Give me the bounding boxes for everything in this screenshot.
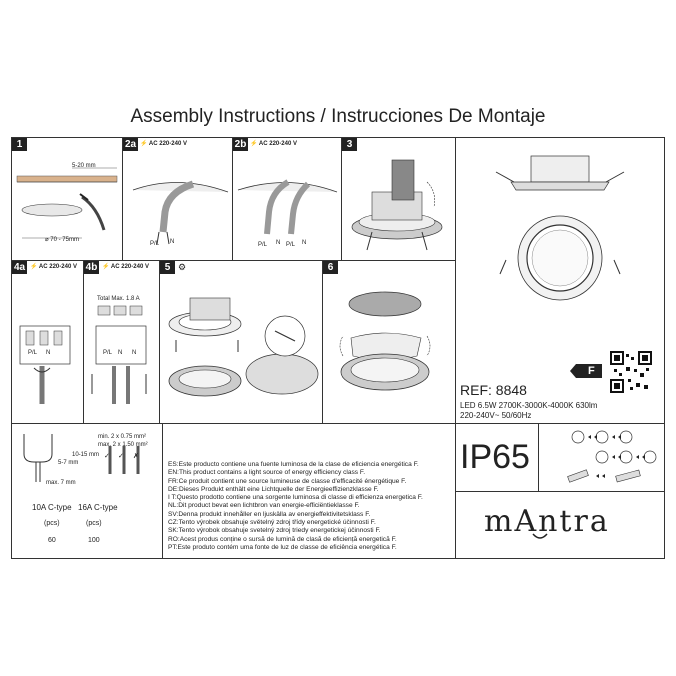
energy-statement: NL:Dit product bevat een lichtbron van e… xyxy=(168,502,360,510)
product-spec-line-2: 220-240V~ 50/60Hz xyxy=(460,411,532,420)
step-5-diagram xyxy=(168,297,319,397)
energy-statement: CZ:Tento výrobek obsahuje světelný zdroj… xyxy=(168,519,376,527)
total-max-current: Total Max. 1.8 A xyxy=(97,296,140,302)
wire-live-label: P/L xyxy=(150,241,160,247)
step-2b-label: 2b xyxy=(233,138,248,151)
grid-line xyxy=(162,423,163,559)
wire-live-label: P/L xyxy=(286,242,296,248)
step-3-diagram xyxy=(351,159,443,251)
breaker-10a-quantity: 60 xyxy=(48,537,56,544)
wire-neutral-label: N xyxy=(276,240,281,246)
depth-dimension: 5-20 mm xyxy=(72,163,96,169)
breaker-16a-label: 16A C-type xyxy=(78,503,118,512)
pcs-label: (pcs) xyxy=(86,520,102,527)
breaker-10a-label: 10A C-type xyxy=(32,503,72,512)
wire-neutral-label: N xyxy=(132,350,137,356)
energy-class-label xyxy=(570,364,602,378)
check-mark: ✓ xyxy=(104,453,110,460)
step-6-label: 6 xyxy=(323,261,338,274)
product-reference: REF: 8848 xyxy=(460,382,527,398)
usage-icons xyxy=(567,430,657,483)
instruction-sheet xyxy=(11,137,665,559)
product-side-view xyxy=(495,155,625,191)
grid-line xyxy=(122,137,123,260)
grid-line xyxy=(232,137,233,260)
step-1-diagram xyxy=(16,167,118,239)
max-strip-spec: max. 7 mm xyxy=(46,480,76,486)
product-spec-line-1: LED 6.5W 2700K-3000K-4000K 630lm xyxy=(460,401,598,410)
cross-mark: ✗ xyxy=(133,453,139,460)
wire-min-spec: min. 2 x 0.75 mm² xyxy=(98,434,147,440)
energy-class-letter: F xyxy=(588,365,595,377)
voltage-label: ⚡ AC 220-240 V xyxy=(30,264,77,270)
grid-line xyxy=(322,260,323,423)
ip-rating: IP65 xyxy=(460,438,530,476)
energy-class-statements: ES:Este producto contiene una fuente lum… xyxy=(168,461,423,552)
step-4a-diagram xyxy=(19,325,71,404)
product-front-view xyxy=(499,215,621,301)
voltage-label: ⚡ AC 220-240 V xyxy=(250,141,297,147)
wire-max-spec: max. 2 x 1.50 mm² xyxy=(98,442,148,448)
energy-statement: SK:Tento výrobok obsahuje svetelný zdroj… xyxy=(168,527,381,535)
energy-statement: PT:Este produto contém uma fonte de luz … xyxy=(168,543,397,551)
energy-statement: FR:Ce produit contient une source lumine… xyxy=(168,477,407,485)
grid-line xyxy=(455,491,665,492)
strip-length-spec: 5-7 mm xyxy=(58,460,79,466)
page-title: Assembly Instructions / Instrucciones De… xyxy=(130,106,546,127)
step-4a-label: 4a xyxy=(12,261,27,274)
energy-statement: EN:This product contains a light source … xyxy=(168,469,366,477)
wire-live-label: P/L xyxy=(28,350,38,356)
grid-line xyxy=(11,260,455,261)
strip-length-spec: 10-15 mm xyxy=(72,452,100,458)
step-4b-diagram xyxy=(91,305,147,404)
energy-statement: I T:Questo prodotto contiene una sorgent… xyxy=(168,494,423,502)
wire-neutral-label: N xyxy=(302,240,307,246)
step-5-label: 5 xyxy=(160,261,175,274)
grid-line xyxy=(159,260,160,423)
wire-live-label: P/L xyxy=(258,242,268,248)
pcs-label: (pcs) xyxy=(44,520,60,527)
wire-neutral-label: N xyxy=(170,239,175,245)
wire-neutral-label: N xyxy=(118,350,123,356)
wire-neutral-label: N xyxy=(46,350,51,356)
grid-line xyxy=(11,423,665,424)
grid-line xyxy=(538,423,539,491)
voltage-label: ⚡ AC 220-240 V xyxy=(140,141,187,147)
step-1-label: 1 xyxy=(12,138,27,151)
grid-line xyxy=(83,260,84,423)
wire-live-label: P/L xyxy=(103,350,113,356)
step-6-diagram xyxy=(339,291,431,391)
wire-spec-diagram xyxy=(23,434,140,482)
check-mark: ✓ xyxy=(118,453,124,460)
grid-line xyxy=(455,137,456,559)
step-4b-label: 4b xyxy=(84,261,99,274)
cutout-dimension: ⌀ 70 - 75mm xyxy=(45,237,79,243)
energy-statement: ES:Este producto contiene una fuente lum… xyxy=(168,461,419,468)
logo-mark xyxy=(532,533,548,539)
energy-statement: DE:Dieses Produkt enthält eine Lichtquel… xyxy=(168,485,379,493)
voltage-label: ⚡ AC 220-240 V xyxy=(102,264,149,270)
breaker-16a-quantity: 100 xyxy=(88,537,100,544)
energy-statement: SV:Denna produkt innehåller en ljuskälla… xyxy=(168,510,371,518)
brand-logo: mAntra xyxy=(484,504,610,539)
step-3-label: 3 xyxy=(342,138,357,151)
step-2a-label: 2a xyxy=(123,138,138,151)
grid-line xyxy=(341,137,342,260)
energy-statement: RO:Acest produs conține o sursă de lumin… xyxy=(168,535,397,543)
qr-code xyxy=(610,351,652,393)
gear-icon: ⚙ xyxy=(178,262,187,272)
step-2a-diagram xyxy=(132,180,229,245)
step-2b-diagram xyxy=(237,179,338,235)
